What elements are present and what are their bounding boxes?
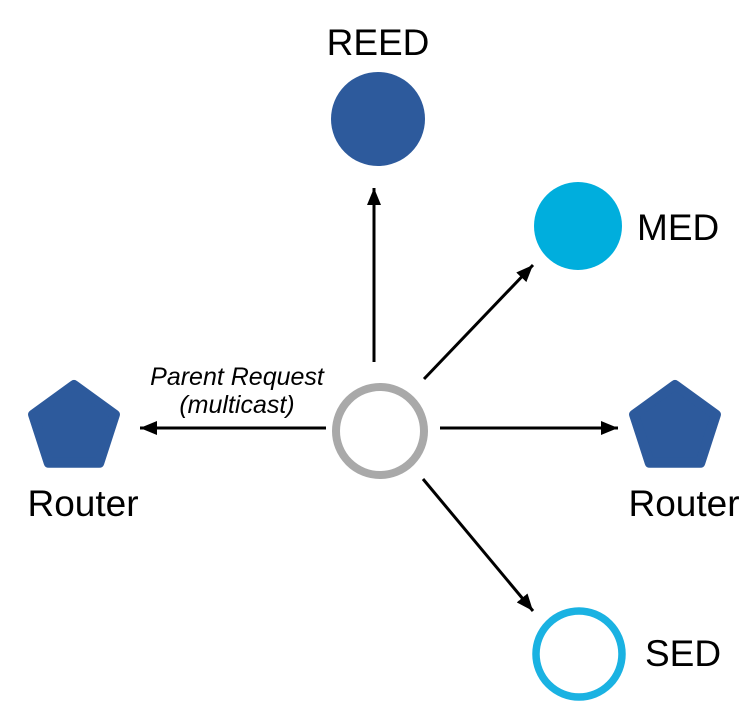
med-label: MED — [637, 207, 719, 248]
node-sed: SED — [532, 607, 721, 701]
arrow-to-sed — [421, 478, 535, 612]
router-right-label: Router — [628, 483, 739, 524]
node-joining-device — [332, 383, 428, 479]
router-left-pentagon — [28, 380, 120, 468]
node-reed: REED — [327, 22, 430, 166]
node-med: MED — [534, 182, 719, 270]
router-left-label: Router — [27, 483, 138, 524]
joining-device-circle — [332, 383, 428, 479]
annotation-line2: (multicast) — [179, 391, 294, 419]
reed-node-circle — [331, 72, 425, 166]
node-router-left: Router — [27, 380, 139, 524]
sed-label: SED — [645, 633, 721, 674]
reed-label: REED — [327, 22, 430, 63]
annotation-line1: Parent Request — [150, 363, 325, 391]
arrow-to-med — [422, 263, 535, 381]
parent-request-annotation: Parent Request (multicast) — [150, 363, 325, 419]
node-router-right: Router — [628, 380, 740, 524]
router-right-pentagon — [629, 380, 721, 468]
med-node-circle — [534, 182, 622, 270]
sed-node-circle — [532, 607, 626, 701]
multicast-arrows — [140, 188, 618, 612]
